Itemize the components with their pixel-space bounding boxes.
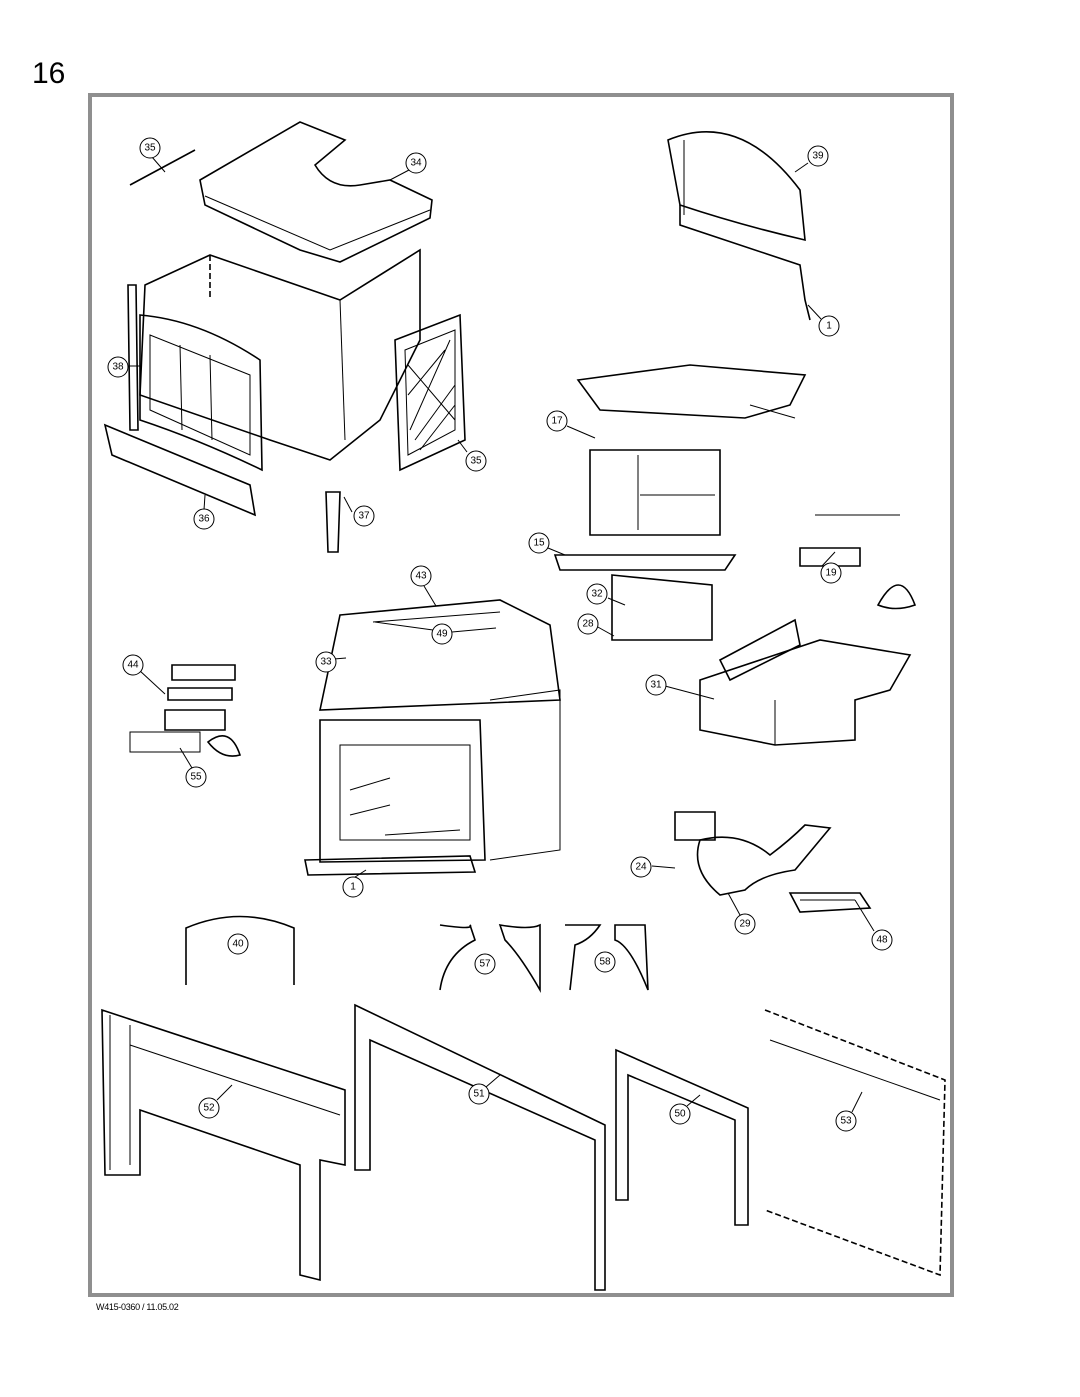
burner-assembly-drawing bbox=[674, 811, 872, 913]
svg-text:48: 48 bbox=[876, 935, 888, 946]
callout-34: 34 bbox=[405, 152, 427, 174]
callout-53: 53 bbox=[835, 1110, 857, 1132]
misc-parts-drawing bbox=[185, 915, 649, 994]
callout-19: 19 bbox=[820, 562, 842, 584]
callout-44: 44 bbox=[122, 654, 144, 676]
svg-text:37: 37 bbox=[358, 511, 370, 522]
callout-35-top: 35 bbox=[139, 137, 161, 159]
callout-50: 50 bbox=[669, 1103, 691, 1125]
svg-text:40: 40 bbox=[232, 939, 244, 950]
svg-text:34: 34 bbox=[410, 158, 422, 169]
callout-51: 51 bbox=[468, 1083, 490, 1105]
svg-text:43: 43 bbox=[415, 571, 427, 582]
svg-text:32: 32 bbox=[591, 589, 603, 600]
callout-58: 58 bbox=[594, 951, 616, 973]
callout-43: 43 bbox=[410, 565, 432, 587]
callout-32: 32 bbox=[586, 583, 608, 605]
svg-text:52: 52 bbox=[203, 1103, 215, 1114]
callout-33: 33 bbox=[315, 651, 337, 673]
blower-drawing bbox=[129, 664, 242, 757]
svg-text:39: 39 bbox=[812, 151, 824, 162]
callout-52: 52 bbox=[198, 1097, 220, 1119]
document-code: W415-0360 / 11.05.02 bbox=[96, 1302, 179, 1312]
svg-text:15: 15 bbox=[533, 538, 545, 549]
bottom-pan-drawing bbox=[699, 618, 912, 746]
svg-text:1: 1 bbox=[826, 321, 832, 332]
svg-text:19: 19 bbox=[825, 568, 837, 579]
callout-35-side: 35 bbox=[465, 450, 487, 472]
callout-31: 31 bbox=[645, 674, 667, 696]
svg-text:33: 33 bbox=[320, 657, 332, 668]
svg-text:55: 55 bbox=[190, 772, 202, 783]
callout-57: 57 bbox=[474, 953, 496, 975]
callout-40: 40 bbox=[227, 933, 249, 955]
callout-leaders bbox=[128, 156, 875, 1113]
callout-48: 48 bbox=[871, 929, 893, 951]
callout-49: 49 bbox=[431, 623, 453, 645]
callout-28: 28 bbox=[577, 613, 599, 635]
callout-29: 29 bbox=[734, 913, 756, 935]
callout-39: 39 bbox=[807, 145, 829, 167]
callout-1-top: 1 bbox=[818, 315, 840, 337]
surround-panels-drawing bbox=[101, 1003, 946, 1291]
callout-55: 55 bbox=[185, 766, 207, 788]
svg-text:35: 35 bbox=[144, 143, 156, 154]
svg-text:50: 50 bbox=[674, 1109, 686, 1120]
svg-text:38: 38 bbox=[112, 362, 124, 373]
top-screen-drawing bbox=[667, 131, 811, 321]
svg-text:57: 57 bbox=[479, 959, 491, 970]
page-number: 16 bbox=[32, 57, 66, 90]
svg-text:28: 28 bbox=[582, 619, 594, 630]
svg-text:51: 51 bbox=[473, 1089, 485, 1100]
svg-text:31: 31 bbox=[650, 680, 662, 691]
svg-text:49: 49 bbox=[436, 629, 448, 640]
svg-text:1: 1 bbox=[350, 882, 356, 893]
callout-17: 17 bbox=[546, 410, 568, 432]
stove-body-drawing bbox=[103, 121, 466, 553]
callout-15: 15 bbox=[528, 532, 550, 554]
svg-text:24: 24 bbox=[635, 862, 647, 873]
svg-text:58: 58 bbox=[599, 957, 611, 968]
svg-text:53: 53 bbox=[840, 1116, 852, 1127]
svg-text:36: 36 bbox=[198, 514, 210, 525]
svg-text:29: 29 bbox=[739, 919, 751, 930]
callout-38: 38 bbox=[107, 356, 129, 378]
svg-text:44: 44 bbox=[127, 660, 139, 671]
callout-36: 36 bbox=[193, 508, 215, 530]
firebox-liner-drawing bbox=[553, 364, 917, 641]
inner-firebox-drawing bbox=[304, 599, 561, 876]
callout-24: 24 bbox=[630, 856, 652, 878]
svg-text:35: 35 bbox=[470, 456, 482, 467]
callout-37: 37 bbox=[353, 505, 375, 527]
callout-1-bottom: 1 bbox=[342, 876, 364, 898]
svg-text:17: 17 bbox=[551, 416, 563, 427]
